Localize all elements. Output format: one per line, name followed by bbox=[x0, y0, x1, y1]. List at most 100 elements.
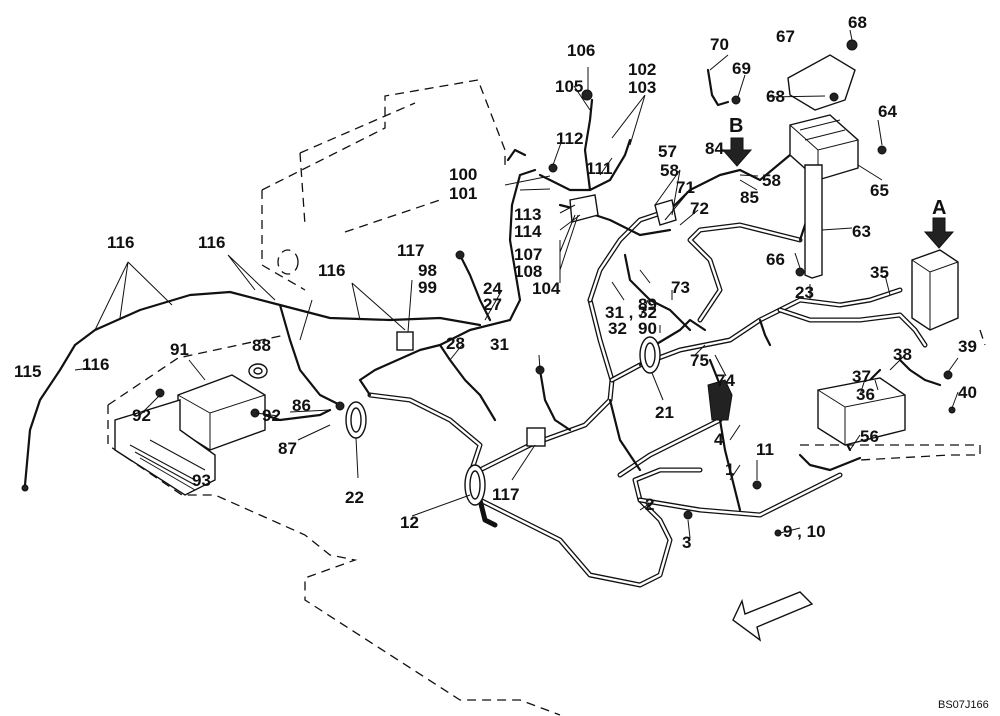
part-label: 39 bbox=[958, 337, 977, 356]
part-label: 116 bbox=[107, 233, 134, 252]
part-label: 12 bbox=[400, 513, 419, 532]
part-label: 3 bbox=[682, 533, 691, 552]
bolt-92-left bbox=[155, 388, 165, 398]
part-label: 117 bbox=[492, 485, 519, 504]
fuse-box-cover bbox=[787, 54, 856, 111]
part-label: 40 bbox=[958, 383, 977, 402]
bolt-64 bbox=[877, 145, 887, 155]
part-label: 56 bbox=[860, 427, 879, 446]
part-label: 74 bbox=[716, 371, 735, 390]
part-label: 31 bbox=[490, 335, 509, 354]
part-label: 104 bbox=[532, 279, 561, 298]
part-label: 89 bbox=[638, 295, 657, 314]
part-label: 64 bbox=[878, 102, 897, 121]
part-label: 102 bbox=[628, 60, 656, 79]
part-label: 92 bbox=[132, 406, 151, 425]
part-label: 68 bbox=[766, 87, 785, 106]
bolt-66 bbox=[795, 267, 805, 277]
part-label: 73 bbox=[671, 278, 690, 297]
part-label: 58 bbox=[660, 161, 679, 180]
part-label: 100 bbox=[449, 165, 477, 184]
part-label: 91 bbox=[170, 340, 189, 359]
part-label: 93 bbox=[192, 471, 211, 490]
part-label: 101 bbox=[449, 184, 477, 203]
part-label: 98 bbox=[418, 261, 437, 280]
bolt-39 bbox=[943, 370, 953, 380]
part-label: 24 bbox=[483, 279, 502, 298]
part-label: 116 bbox=[198, 233, 225, 252]
part-label: 1 bbox=[725, 460, 734, 479]
part-label: 85 bbox=[740, 188, 759, 207]
bolt-4 bbox=[683, 510, 693, 520]
bolt-106 bbox=[581, 89, 593, 101]
part-label: 86 bbox=[292, 396, 311, 415]
part-label: 32 bbox=[608, 319, 627, 338]
part-label: 84 bbox=[705, 139, 724, 158]
fuse-box bbox=[789, 114, 859, 181]
part-label: 72 bbox=[690, 199, 709, 218]
callout-b: B bbox=[729, 115, 743, 137]
part-label: 116 bbox=[318, 261, 345, 280]
part-label: 27 bbox=[483, 295, 502, 314]
part-label: 37 bbox=[852, 367, 871, 386]
part-label: 90 bbox=[638, 319, 657, 338]
part-label: 114 bbox=[514, 222, 542, 241]
front-direction-arrow-icon bbox=[732, 591, 814, 642]
part-label: 116 bbox=[82, 355, 109, 374]
part-label: 63 bbox=[852, 222, 871, 241]
part-label: 4 bbox=[714, 430, 724, 449]
part-label: 71 bbox=[676, 178, 695, 197]
part-label: 103 bbox=[628, 78, 656, 97]
frame-outline bbox=[107, 79, 986, 716]
part-label: 23 bbox=[795, 283, 814, 302]
part-label: 67 bbox=[776, 27, 795, 46]
part-label: 68 bbox=[848, 13, 867, 32]
part-label: 65 bbox=[870, 181, 889, 200]
view-callouts: A B bbox=[721, 115, 955, 249]
part-label: 113 bbox=[514, 205, 541, 224]
part-label: 106 bbox=[567, 41, 595, 60]
bracket-117-upper bbox=[396, 331, 414, 351]
part-label: 105 bbox=[555, 77, 583, 96]
components bbox=[21, 39, 959, 537]
part-label: 70 bbox=[710, 35, 729, 54]
arrow-b-icon bbox=[721, 137, 753, 167]
drawing-code: BS07J166 bbox=[938, 699, 989, 711]
bolt-12 bbox=[752, 480, 762, 490]
part-label: 58 bbox=[762, 171, 781, 190]
part-label: 99 bbox=[418, 278, 437, 297]
relay bbox=[707, 379, 733, 421]
part-label: 88 bbox=[252, 336, 271, 355]
part-label: 92 bbox=[262, 406, 281, 425]
part-label: 108 bbox=[514, 262, 542, 281]
bolt-68-top bbox=[846, 39, 858, 51]
part-label: 87 bbox=[278, 439, 297, 458]
part-label: 75 bbox=[690, 351, 709, 370]
part-label: 35 bbox=[870, 263, 889, 282]
part-label: 107 bbox=[514, 245, 542, 264]
part-label: 31 , 32 bbox=[605, 303, 657, 322]
bolt-68 bbox=[829, 92, 839, 102]
mounting-bracket bbox=[804, 164, 823, 279]
arrow-a-icon bbox=[923, 217, 955, 249]
callout-a: A bbox=[932, 197, 946, 219]
part-label: 38 bbox=[893, 345, 912, 364]
part-label: 21 bbox=[655, 403, 674, 422]
part-label: 66 bbox=[766, 250, 785, 269]
electrical-box-a bbox=[911, 249, 959, 331]
bolt-112 bbox=[548, 163, 558, 173]
part-label: 9 , 10 bbox=[783, 522, 826, 541]
part-label: 28 bbox=[446, 334, 465, 353]
part-label: 117 bbox=[397, 241, 424, 260]
part-label: 115 bbox=[14, 362, 41, 381]
leader-lines bbox=[74, 29, 959, 539]
part-label: 36 bbox=[856, 385, 875, 404]
part-label: 2 bbox=[645, 495, 654, 514]
part-label: 22 bbox=[345, 488, 364, 507]
part-label: 69 bbox=[732, 59, 751, 78]
part-label: 111 bbox=[586, 159, 613, 178]
part-label: 11 bbox=[756, 440, 774, 459]
battery bbox=[817, 377, 906, 446]
